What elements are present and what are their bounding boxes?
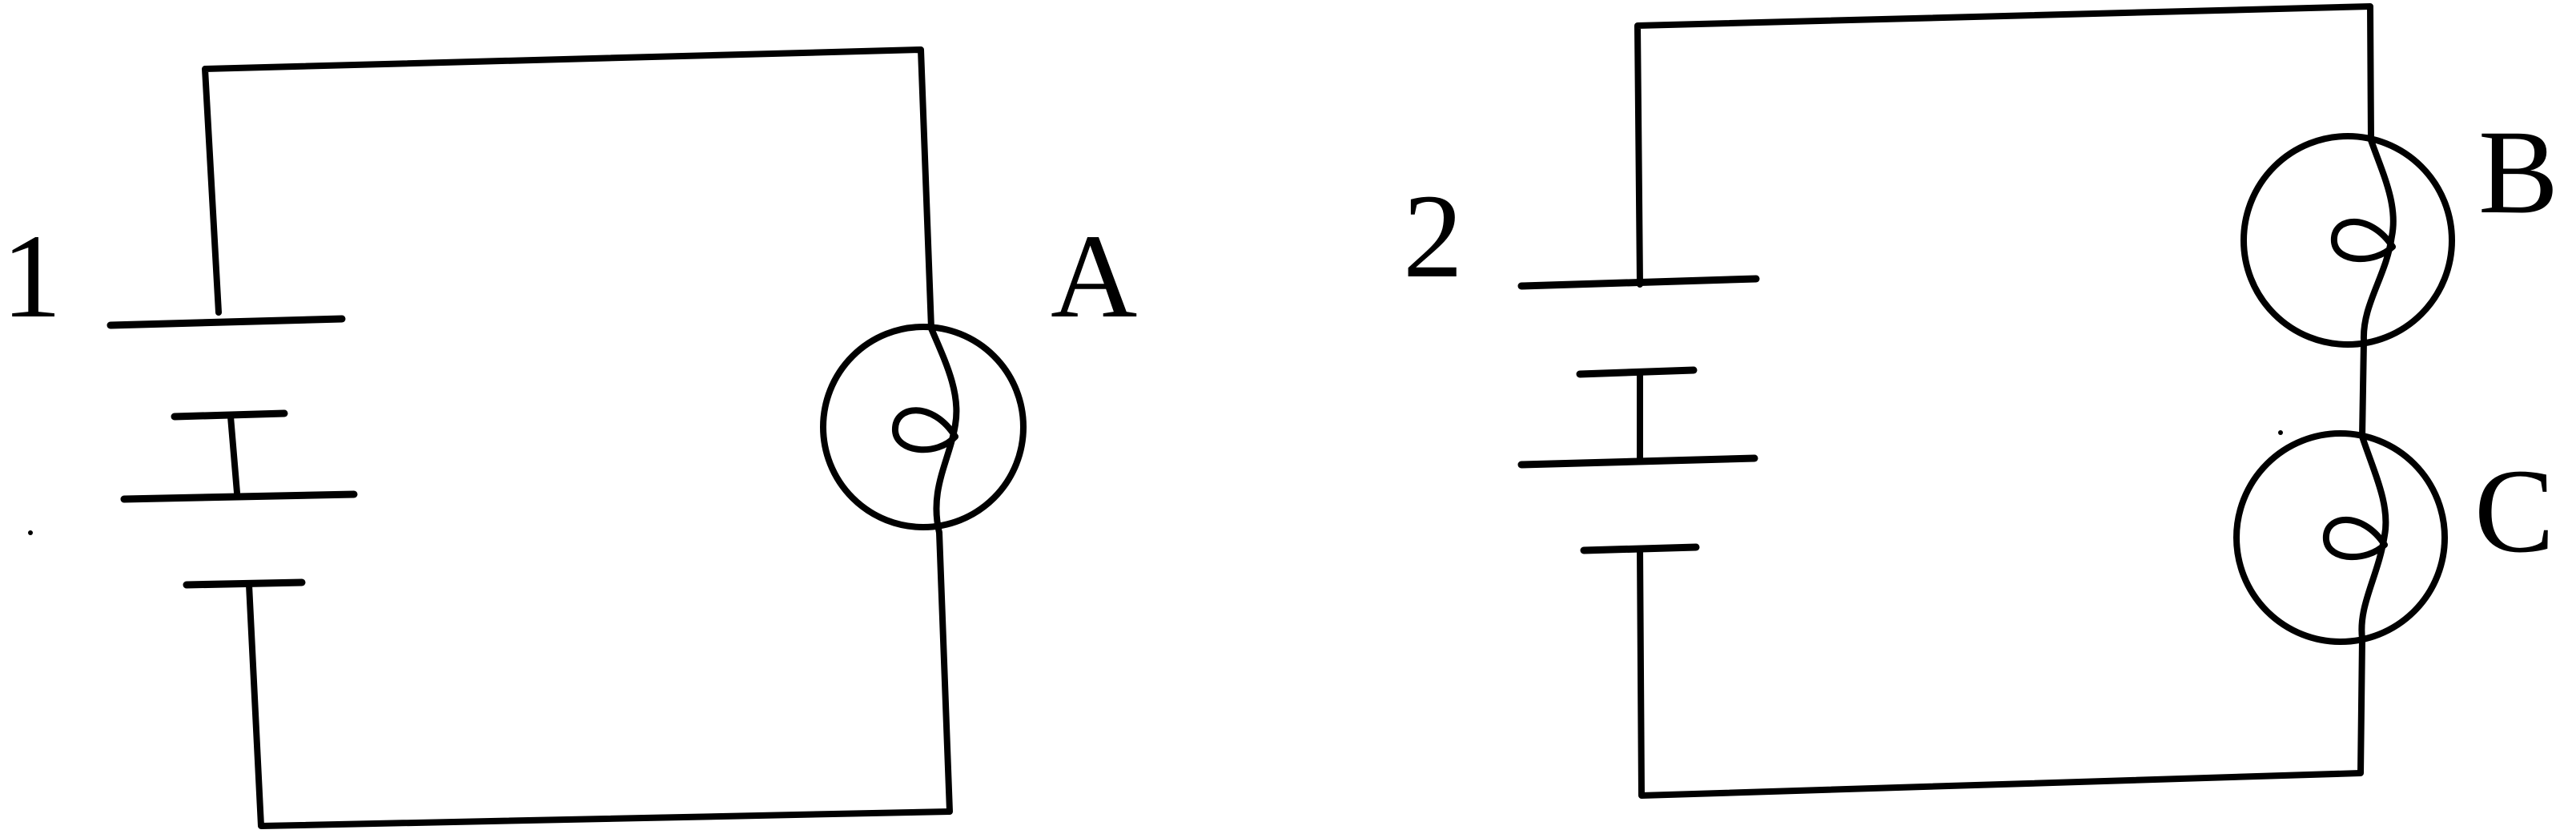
circuit-1-battery-plate-short-1 xyxy=(171,409,288,421)
bulb-c-filament xyxy=(2322,433,2389,642)
bulb-b-filament xyxy=(2330,137,2397,344)
circuit-1-wire-bottom xyxy=(246,530,953,829)
circuit-2: 2 B C xyxy=(1403,3,2558,799)
circuit-2-label: 2 xyxy=(1403,170,1463,303)
bulb-a-label: A xyxy=(1051,210,1137,343)
circuit-2-wire-bottom xyxy=(1637,546,2365,799)
bulb-c-glass xyxy=(2233,430,2448,645)
circuit-2-battery-plate-short-2 xyxy=(1580,543,1700,554)
circuit-2-battery-plate-short-1 xyxy=(1576,366,1698,378)
bulb-b-label: B xyxy=(2478,106,2558,239)
circuit-2-wire-top xyxy=(1634,3,2374,288)
circuit-2-battery xyxy=(1517,275,1760,554)
circuit-1: 1 A xyxy=(2,46,1137,829)
bulb-a-filament xyxy=(892,325,960,536)
bulb-a-glass xyxy=(820,324,1027,530)
circuit-1-wire-top xyxy=(202,46,934,332)
bulb-b xyxy=(2240,133,2455,348)
circuit-1-battery-plate-long-2 xyxy=(120,490,358,503)
bulb-c xyxy=(2233,430,2448,645)
bulb-b-glass xyxy=(2240,133,2455,348)
circuit-1-battery-plate-long-1 xyxy=(106,315,346,329)
scan-speck xyxy=(28,530,33,535)
circuit-2-battery-plate-long-2 xyxy=(1517,454,1758,469)
circuit-1-battery xyxy=(106,315,358,589)
circuit-1-wire-between-cells xyxy=(227,413,240,496)
circuit-1-label: 1 xyxy=(2,210,62,343)
scan-speck xyxy=(2278,430,2283,435)
circuit-1-battery-plate-short-2 xyxy=(183,578,306,589)
bulb-a xyxy=(820,324,1027,536)
circuit-2-wire-between-bulbs xyxy=(2359,337,2367,440)
bulb-c-label: C xyxy=(2474,445,2554,578)
circuit-2-battery-plate-long-1 xyxy=(1517,275,1760,290)
